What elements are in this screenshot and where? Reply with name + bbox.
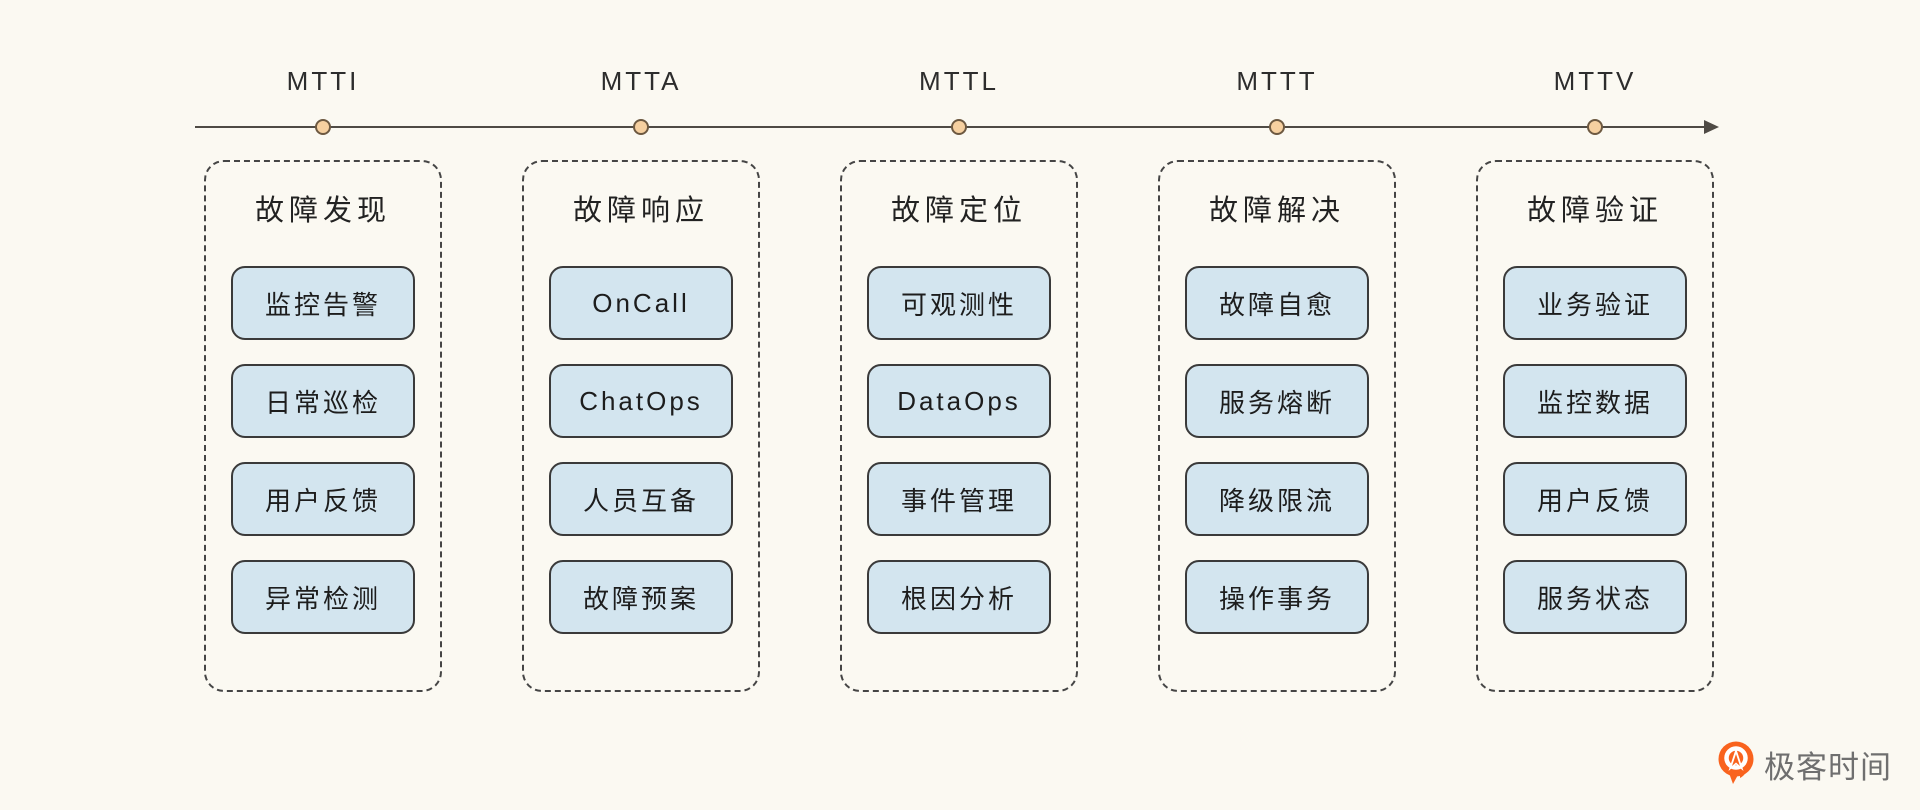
geektime-logo: 极客时间 — [1716, 740, 1892, 788]
stage-item-list: 故障自愈 服务熔断 降级限流 操作事务 — [1185, 266, 1369, 634]
timeline-dot-icon — [1587, 119, 1603, 135]
stage-item: DataOps — [867, 364, 1051, 438]
timeline-stage-label: MTTI — [286, 66, 360, 96]
stage-item: 人员互备 — [549, 462, 733, 536]
stage-column: 故障验证 业务验证 监控数据 用户反馈 服务状态 — [1476, 160, 1714, 692]
timeline-dot-icon — [951, 119, 967, 135]
stage-title: 故障响应 — [572, 195, 709, 227]
timeline-stage: MTTI — [253, 66, 393, 135]
stage-item-list: 业务验证 监控数据 用户反馈 服务状态 — [1503, 266, 1687, 634]
stage-item: 降级限流 — [1185, 462, 1369, 536]
timeline-stage-label: MTTA — [600, 66, 682, 96]
stage-item-list: 监控告警 日常巡检 用户反馈 异常检测 — [231, 266, 415, 634]
geektime-pin-icon — [1718, 741, 1754, 784]
stage-item: 故障自愈 — [1185, 266, 1369, 340]
stage-item: 事件管理 — [867, 462, 1051, 536]
stage-item: 可观测性 — [867, 266, 1051, 340]
timeline-dot-icon — [633, 119, 649, 135]
stage-item: 故障预案 — [549, 560, 733, 634]
stage-item-list: OnCall ChatOps 人员互备 故障预案 — [549, 266, 733, 634]
stage-item: 日常巡检 — [231, 364, 415, 438]
stage-title: 故障发现 — [254, 195, 391, 227]
stage-column: 故障发现 监控告警 日常巡检 用户反馈 异常检测 — [204, 160, 442, 692]
timeline-dot-icon — [1269, 119, 1285, 135]
timeline-stage-label: MTTV — [1553, 66, 1637, 96]
timeline-stage-label: MTTT — [1236, 66, 1318, 96]
stage-item-list: 可观测性 DataOps 事件管理 根因分析 — [867, 266, 1051, 634]
stage-item: 服务熔断 — [1185, 364, 1369, 438]
geektime-logo-text: 极客时间 — [1764, 749, 1892, 785]
timeline-stage-label: MTTL — [919, 66, 999, 96]
stage-item: 监控告警 — [231, 266, 415, 340]
stage-title: 故障验证 — [1526, 195, 1663, 227]
stage-item: 用户反馈 — [231, 462, 415, 536]
stage-item: 根因分析 — [867, 560, 1051, 634]
stage-item: OnCall — [549, 266, 733, 340]
stage-item: 服务状态 — [1503, 560, 1687, 634]
stage-item: 操作事务 — [1185, 560, 1369, 634]
stage-item: ChatOps — [549, 364, 733, 438]
stage-column: 故障解决 故障自愈 服务熔断 降级限流 操作事务 — [1158, 160, 1396, 692]
stage-item: 监控数据 — [1503, 364, 1687, 438]
stage-item: 异常检测 — [231, 560, 415, 634]
stage-item: 用户反馈 — [1503, 462, 1687, 536]
stage-title: 故障定位 — [890, 195, 1027, 227]
stage-item: 业务验证 — [1503, 266, 1687, 340]
stage-title: 故障解决 — [1208, 195, 1345, 227]
timeline-stage: MTTL — [889, 66, 1029, 135]
timeline-dot-icon — [315, 119, 331, 135]
timeline-stage: MTTT — [1207, 66, 1347, 135]
timeline-stage: MTTV — [1525, 66, 1665, 135]
timeline-arrow-icon — [1704, 120, 1719, 134]
stage-column: 故障响应 OnCall ChatOps 人员互备 故障预案 — [522, 160, 760, 692]
stage-column: 故障定位 可观测性 DataOps 事件管理 根因分析 — [840, 160, 1078, 692]
timeline-stage: MTTA — [571, 66, 711, 135]
